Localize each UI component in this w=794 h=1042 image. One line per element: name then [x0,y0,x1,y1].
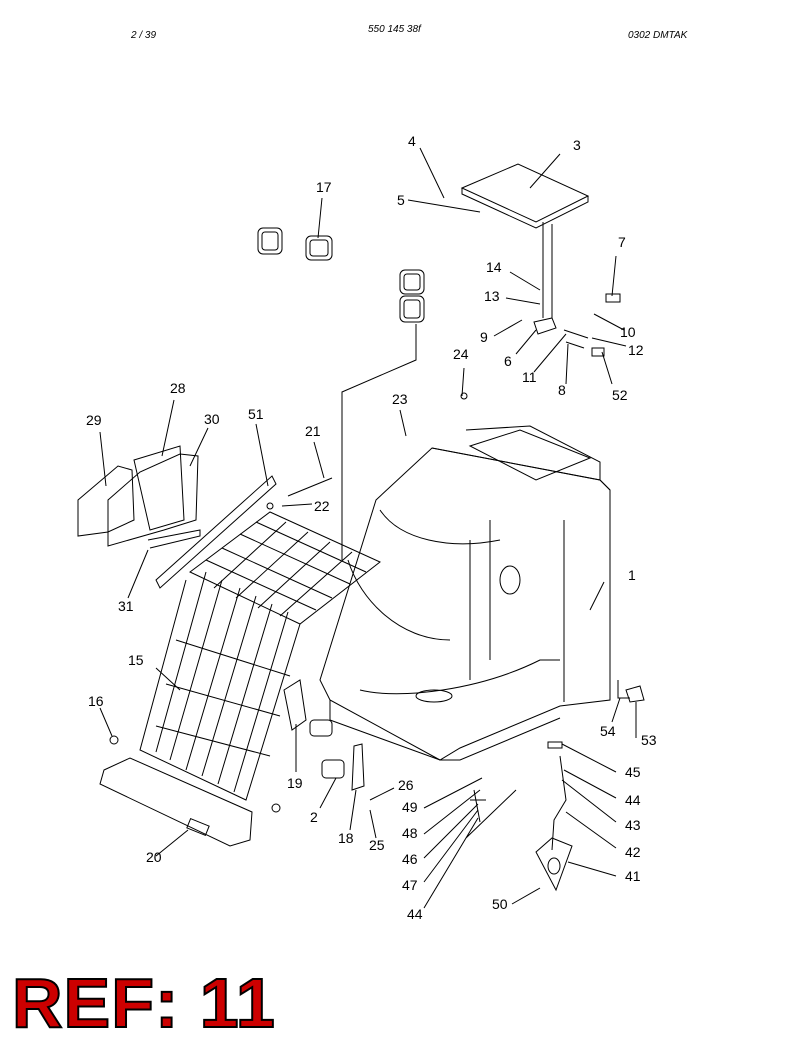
callout-1: 1 [628,567,636,583]
page-number: 2 / 39 [131,30,157,41]
callout-28: 28 [170,380,186,396]
callout-10: 10 [620,324,636,340]
callout-9: 9 [480,329,488,345]
callout-12: 12 [628,342,644,358]
callout-41: 41 [625,868,641,884]
callout-26: 26 [398,777,414,793]
callout-44b: 44 [407,906,423,922]
callout-23: 23 [392,391,408,407]
callout-49: 49 [402,799,418,815]
bracket-part [605,293,621,303]
document-number: 550 145 38f [368,24,421,35]
callout-16: 16 [88,693,104,709]
callout-50: 50 [492,896,508,912]
callout-3: 3 [573,137,581,153]
callout-53: 53 [641,732,657,748]
callout-15: 15 [128,652,144,668]
front-beam [99,757,253,847]
cylinder-part [533,317,557,335]
callout-47: 47 [402,877,418,893]
callout-29: 29 [86,412,102,428]
roof-panel [460,163,590,223]
clip-part [591,347,605,357]
callout-21: 21 [305,423,321,439]
callout-22: 22 [314,498,330,514]
callout-43: 43 [625,817,641,833]
ref-label: REF: 11 [11,964,276,1042]
lamp-left [257,227,283,255]
cab-body [319,447,611,761]
callout-14: 14 [486,259,502,275]
callout-44: 44 [625,792,641,808]
callout-30: 30 [204,411,220,427]
callout-51: 51 [248,406,264,422]
callout-19: 19 [287,775,303,791]
callout-5: 5 [397,192,405,208]
callout-7: 7 [618,234,626,250]
callout-25: 25 [369,837,385,853]
callout-8: 8 [558,382,566,398]
callout-52: 52 [612,387,628,403]
side-panel [77,465,135,537]
callout-17: 17 [316,179,332,195]
front-guard-frame [189,511,381,625]
callout-24: 24 [453,346,469,362]
callout-46: 46 [402,851,418,867]
lamp-right [305,235,333,261]
lamp-upper [399,269,425,295]
callout-2: 2 [310,809,318,825]
callout-48: 48 [402,825,418,841]
callout-13: 13 [484,288,500,304]
callout-4: 4 [408,133,416,149]
callout-11: 11 [522,369,537,385]
callout-45: 45 [625,764,641,780]
callout-31: 31 [118,598,134,614]
part-callouts: 1 2 3 4 5 6 7 8 9 10 11 12 13 14 15 16 1… [86,133,657,922]
mirror [535,837,573,892]
lamp-lower [399,295,425,323]
callout-20: 20 [146,849,162,865]
document-code: 0302 DMTAK [628,30,688,41]
callout-6: 6 [504,353,512,369]
callout-54: 54 [600,723,616,739]
callout-42: 42 [625,844,641,860]
callout-18: 18 [338,830,354,846]
